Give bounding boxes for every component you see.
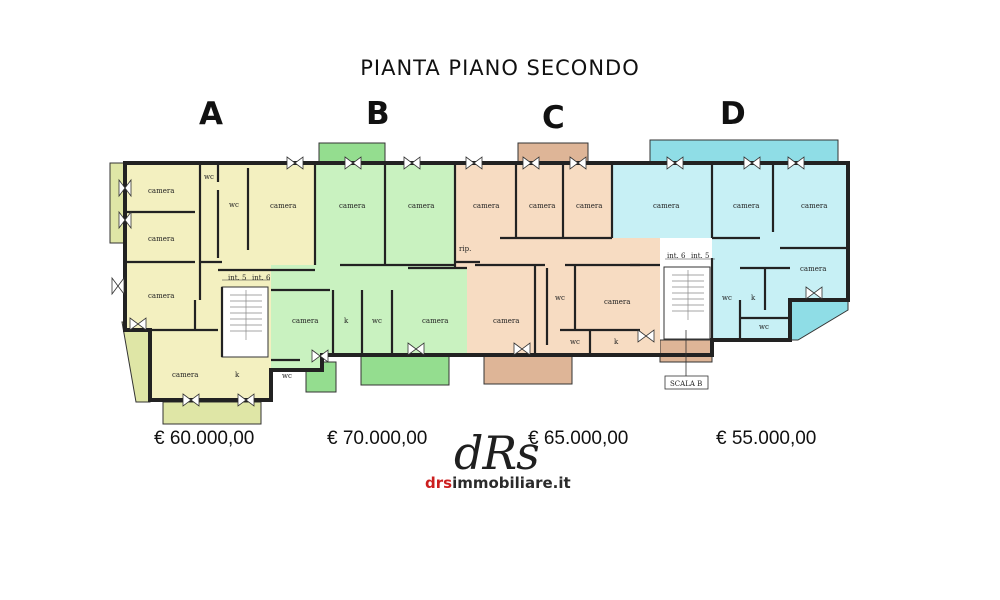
room-label-b-camera-2: camera [408, 202, 434, 210]
room-label-c-wc-1: wc [555, 294, 565, 302]
balcony-d-southeast [789, 299, 849, 341]
unit-c-area [455, 163, 660, 355]
room-label-c-k: k [614, 338, 619, 346]
balcony-b-south [360, 354, 450, 386]
room-label-a-camera-5: camera [270, 202, 296, 210]
room-label-d-camera-4: camera [800, 265, 826, 273]
unit-d-area [612, 163, 848, 340]
room-label-d-wc-2: wc [759, 323, 769, 331]
unit-b-walls [271, 163, 467, 362]
room-label-b-camera-4: camera [422, 317, 448, 325]
balcony-c-south [483, 351, 573, 385]
landing-label-a-int5: int. 5 [228, 274, 246, 282]
unit-b-area [271, 163, 467, 370]
room-label-b-wc-1: wc [372, 317, 382, 325]
exterior-walls [123, 161, 850, 402]
price-unit-a: € 60.000,00 [154, 428, 255, 449]
balcony-a-southwest [121, 321, 151, 403]
price-unit-b: € 70.000,00 [327, 428, 428, 449]
price-unit-d: € 55.000,00 [716, 428, 817, 449]
unit-d-walls [710, 163, 848, 340]
room-label-d-k: k [751, 294, 756, 302]
room-label-d-camera-3: camera [801, 202, 827, 210]
unit-letter-c: C [542, 100, 565, 136]
stairwell-b [663, 266, 711, 340]
room-label-c-camera-5: camera [604, 298, 630, 306]
brand-website: drsimmobiliare.it [425, 474, 571, 492]
landing-label-d-int6: int. 6 [667, 252, 686, 260]
unit-letter-b: B [366, 96, 390, 132]
brand-website-suffix: immobiliare.it [452, 474, 571, 492]
room-label-a-k: k [235, 371, 240, 379]
room-label-c-camera-4: camera [493, 317, 519, 325]
unit-c-walls [453, 163, 660, 355]
stairwell-b-steps [672, 270, 704, 320]
brand-logo-mark: dRs [454, 426, 540, 480]
room-label-a-wc-1: wc [204, 173, 214, 181]
room-label-c-camera-3: camera [576, 202, 602, 210]
room-label-c-camera-1: camera [473, 202, 499, 210]
window-markers [111, 156, 823, 407]
room-label-a-camera-1: camera [148, 187, 174, 195]
plan-title: PIANTA PIANO SECONDO [360, 56, 640, 80]
room-label-d-camera-1: camera [653, 202, 679, 210]
room-label-b-wc-2: wc [282, 372, 292, 380]
room-label-b-camera-3: camera [292, 317, 318, 325]
price-unit-c: € 65.000,00 [528, 428, 629, 449]
brand-website-prefix: drs [425, 474, 453, 492]
unit-a-walls [125, 163, 315, 357]
scala-b-box [664, 375, 709, 390]
room-label-c-camera-2: camera [529, 202, 555, 210]
room-label-d-wc-1: wc [722, 294, 732, 302]
balcony-a-south [162, 401, 262, 425]
room-label-b-camera-1: camera [339, 202, 365, 210]
room-label-b-k: k [344, 317, 349, 325]
unit-letter-d: D [720, 96, 746, 132]
room-label-a-camera-3: camera [148, 292, 174, 300]
landing-label-d-int5: int. 5 [691, 252, 709, 260]
landing-label-a-int6: int. 6 [252, 274, 271, 282]
stairwell-a [221, 286, 269, 358]
room-label-a-wc-2: wc [229, 201, 239, 209]
room-label-c-wc-2: wc [570, 338, 580, 346]
room-label-d-camera-2: camera [733, 202, 759, 210]
stairwell-a-steps [230, 290, 262, 340]
room-label-a-camera-4: camera [172, 371, 198, 379]
scala-b-label: SCALA B [670, 380, 702, 388]
room-label-a-camera-2: camera [148, 235, 174, 243]
unit-letter-a: A [199, 96, 223, 132]
room-label-c-rip: rip. [459, 245, 471, 253]
